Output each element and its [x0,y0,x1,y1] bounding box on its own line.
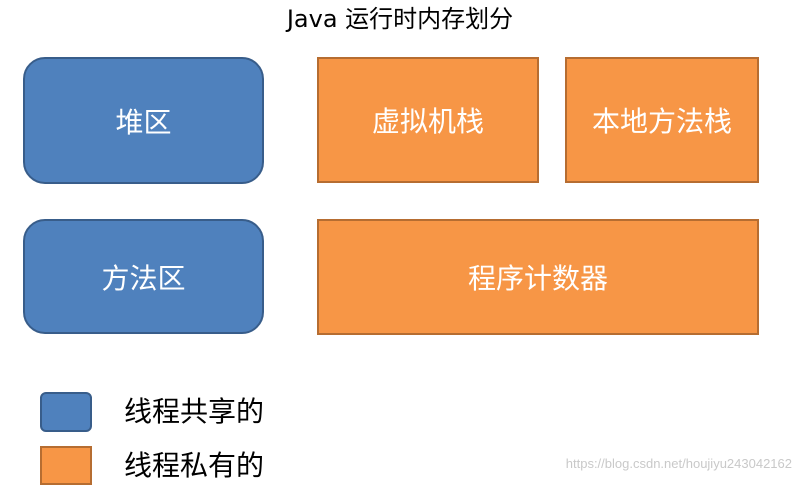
legend-shared-swatch [40,392,92,432]
method-area-label: 方法区 [101,261,186,295]
program-counter-label: 程序计数器 [467,262,608,295]
native-method-stack-label: 本地方法栈 [591,105,732,138]
legend-shared-label: 线程共享的 [124,395,265,428]
heap-area-box: 堆区 [23,57,264,184]
native-method-stack-box: 本地方法栈 [565,57,759,183]
legend-private-label: 线程私有的 [124,449,265,482]
vm-stack-box: 虚拟机栈 [317,57,539,183]
watermark: https://blog.csdn.net/houjiyu243042162 [565,456,792,471]
vm-stack-label: 虚拟机栈 [371,105,484,138]
program-counter-box: 程序计数器 [317,219,759,335]
legend-private-swatch [40,446,92,485]
method-area-box: 方法区 [23,219,264,334]
heap-area-label: 堆区 [115,105,172,139]
diagram-title: Java 运行时内存划分 [286,5,514,33]
